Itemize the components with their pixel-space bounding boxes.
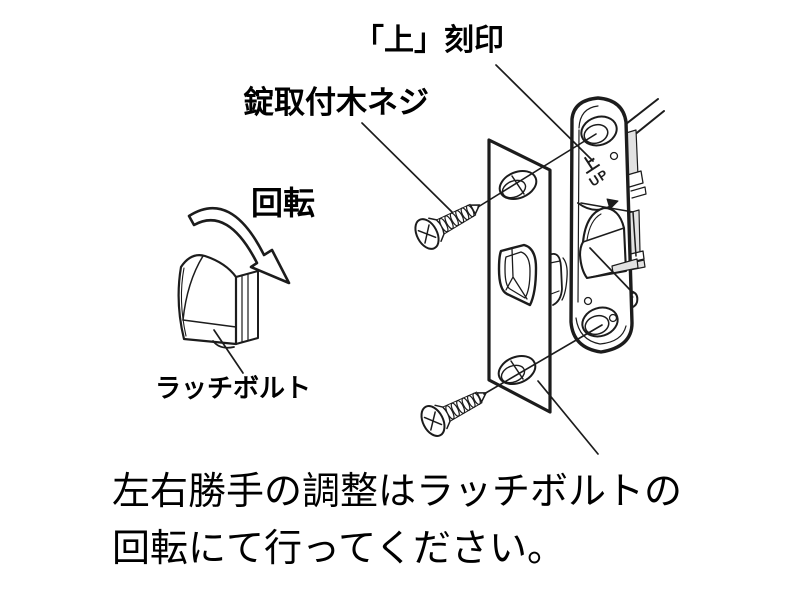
rotation-arrow-icon bbox=[187, 206, 291, 285]
mounting-screw-top bbox=[414, 203, 481, 250]
faceplate-part bbox=[487, 138, 552, 414]
caption-line-1: 左右勝手の調整はラッチボルトの bbox=[112, 471, 683, 513]
case-screw-hole-bottom bbox=[581, 306, 619, 338]
small-hole-dot bbox=[608, 313, 618, 323]
leader-line-caption bbox=[537, 380, 599, 455]
callout-rotation-label: 回転 bbox=[251, 185, 316, 221]
leader-line-latch-bolt bbox=[213, 329, 244, 374]
leader-line-engraving bbox=[495, 64, 594, 162]
callout-mounting-screw-label: 錠取付木ネジ bbox=[243, 85, 429, 120]
small-hole-dot bbox=[583, 296, 593, 306]
case-back-edge-lines bbox=[625, 98, 665, 137]
latch-bolt-between-plates bbox=[548, 252, 568, 306]
faceplate-latch-opening bbox=[497, 243, 538, 307]
caption-text: 左右勝手の調整はラッチボルトの 回転にて行ってください。 bbox=[112, 464, 682, 578]
phillips-cross-icon bbox=[423, 411, 443, 431]
leader-line-mounting-screw bbox=[361, 122, 453, 213]
caption-line-2: 回転にて行ってください。 bbox=[112, 528, 565, 570]
mounting-screw-bottom bbox=[420, 391, 487, 437]
screw-axis-line-bottom bbox=[483, 324, 603, 395]
callout-latch-bolt-label: ラッチボルト bbox=[155, 373, 312, 403]
latch-bolt-part bbox=[177, 254, 259, 349]
faceplate-hole-bottom bbox=[497, 355, 537, 385]
leader-line-inner-latch bbox=[589, 247, 634, 294]
faceplate-hole-top bbox=[498, 170, 538, 200]
latch-case-part bbox=[569, 96, 665, 354]
screw-axis-line-top bbox=[477, 133, 597, 208]
phillips-cross-icon bbox=[417, 224, 437, 244]
small-hole-dot bbox=[609, 151, 619, 161]
callout-engraving-label: 「上」刻印 bbox=[354, 24, 504, 57]
